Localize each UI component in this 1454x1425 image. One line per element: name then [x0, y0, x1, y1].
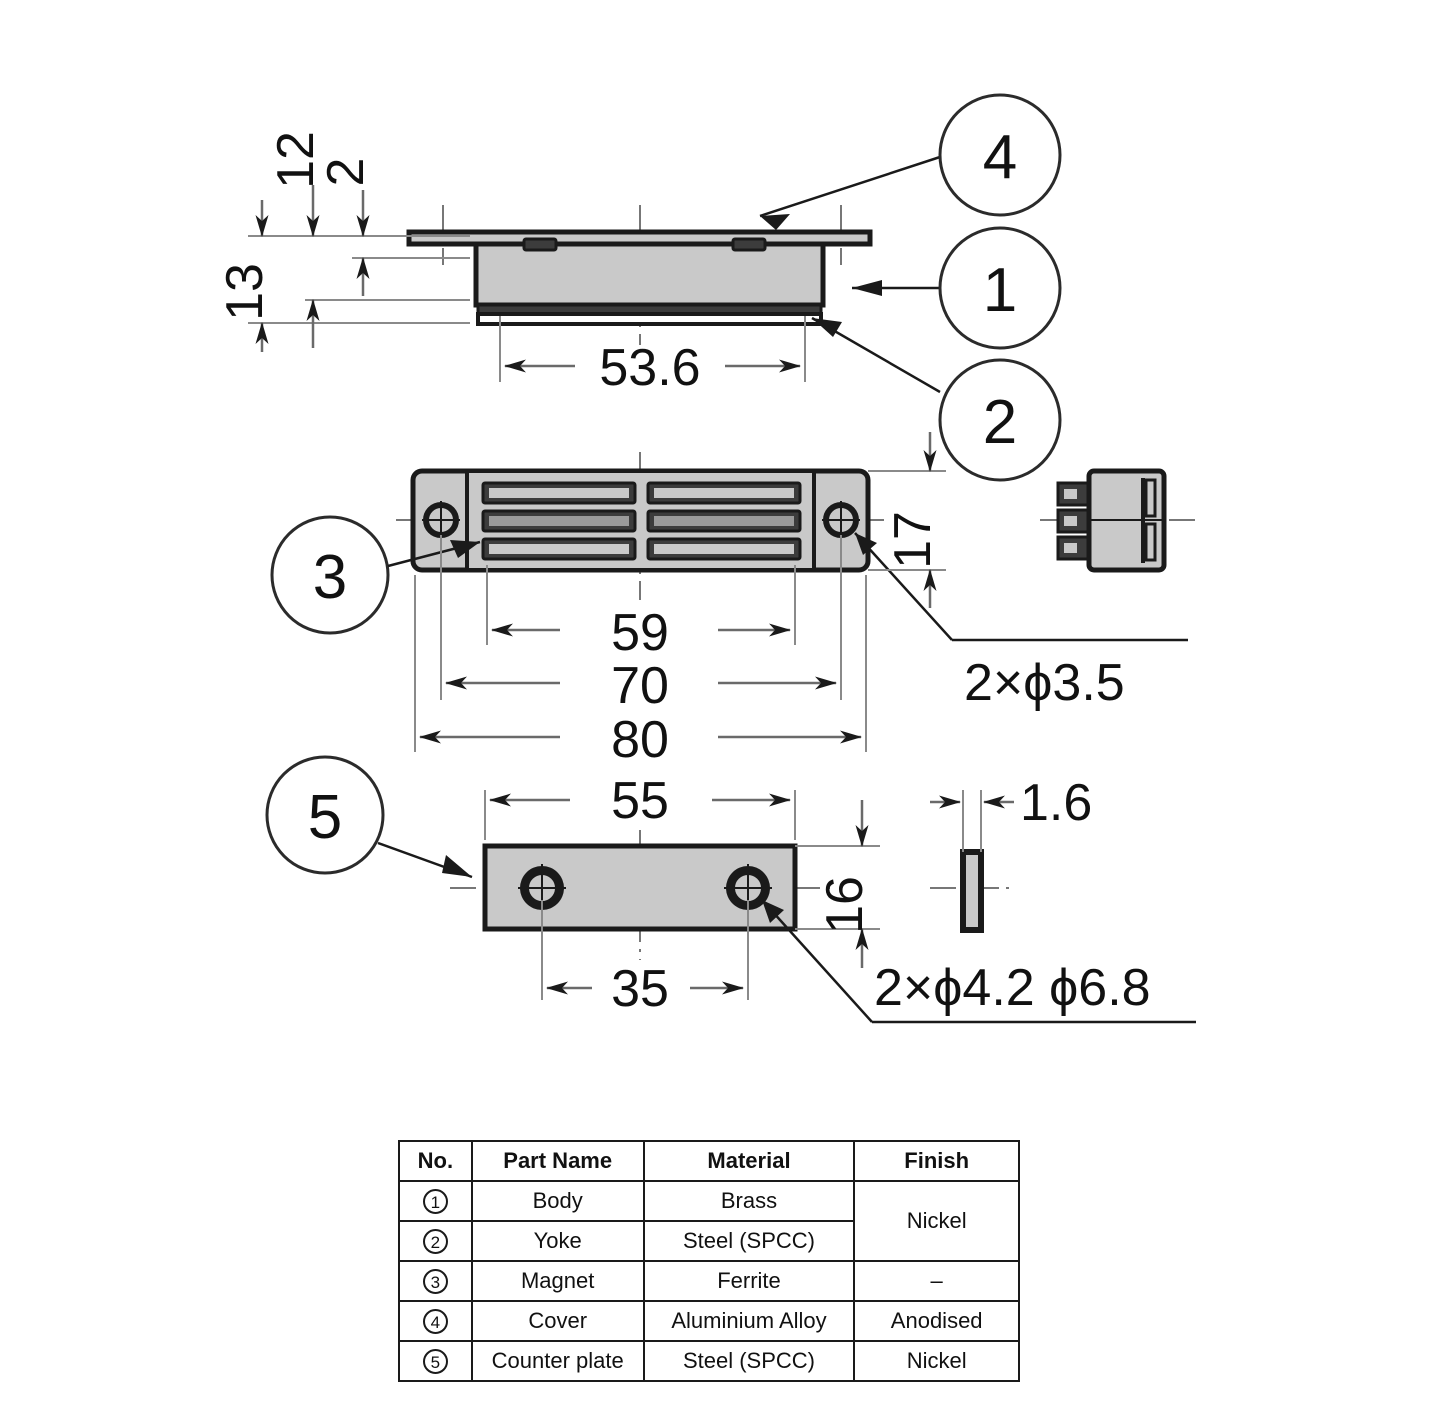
- svg-text:35: 35: [611, 960, 669, 1018]
- svg-text:80: 80: [611, 711, 669, 769]
- cell-finish: Nickel: [853, 1340, 1020, 1382]
- cell-material: Steel (SPCC): [642, 1340, 856, 1382]
- svg-text:4: 4: [983, 123, 1017, 192]
- cell-material: Steel (SPCC): [642, 1220, 856, 1262]
- svg-text:5: 5: [308, 783, 342, 852]
- svg-text:2: 2: [983, 388, 1017, 457]
- svg-text:2: 2: [317, 158, 375, 187]
- cell-no: 1: [398, 1180, 473, 1222]
- table-row: 5 Counter plate Steel (SPCC) Nickel: [398, 1340, 1020, 1382]
- cell-part-name: Counter plate: [470, 1340, 645, 1382]
- parts-table: No. Part Name Material Finish 1 Body Bra…: [398, 1140, 1020, 1382]
- table-row: 1 Body Brass Nickel: [398, 1180, 1020, 1262]
- circled-number-3: 3: [422, 1268, 448, 1294]
- svg-text:13: 13: [216, 263, 274, 321]
- cell-finish: –: [853, 1260, 1020, 1302]
- svg-text:1.6: 1.6: [1020, 774, 1092, 832]
- cell-material: Brass: [642, 1180, 856, 1222]
- circled-number-4: 4: [422, 1308, 448, 1334]
- header-no: No.: [398, 1140, 473, 1182]
- svg-text:2×ϕ4.2 ϕ6.8: 2×ϕ4.2 ϕ6.8: [874, 959, 1151, 1017]
- cell-no: 5: [398, 1340, 473, 1382]
- cell-no: 3: [398, 1260, 473, 1302]
- svg-text:70: 70: [611, 657, 669, 715]
- circled-number-2: 2: [422, 1228, 448, 1254]
- cell-part-name: Magnet: [470, 1260, 645, 1302]
- header-part-name: Part Name: [470, 1140, 645, 1182]
- cell-material: Ferrite: [642, 1260, 856, 1302]
- svg-text:16: 16: [816, 876, 874, 934]
- cell-part-name: Yoke: [470, 1220, 645, 1262]
- svg-text:12: 12: [267, 131, 325, 189]
- cell-part-name: Cover: [470, 1300, 645, 1342]
- svg-text:3: 3: [313, 543, 347, 612]
- cell-no: 4: [398, 1300, 473, 1342]
- table-header-row: No. Part Name Material Finish: [398, 1140, 1020, 1182]
- cell-material: Aluminium Alloy: [642, 1300, 856, 1342]
- svg-text:1: 1: [983, 256, 1017, 325]
- table-row: 2 Yoke Steel (SPCC): [398, 1220, 1019, 1262]
- circled-number-1: 1: [422, 1188, 448, 1214]
- svg-text:55: 55: [611, 772, 669, 830]
- cell-finish-merged: Nickel: [853, 1180, 1020, 1262]
- table-row: 3 Magnet Ferrite –: [398, 1260, 1020, 1302]
- svg-text:17: 17: [884, 511, 942, 569]
- svg-text:2×ϕ3.5: 2×ϕ3.5: [964, 654, 1125, 712]
- table-row: 4 Cover Aluminium Alloy Anodised: [398, 1300, 1020, 1342]
- header-finish: Finish: [853, 1140, 1020, 1182]
- circled-number-5: 5: [422, 1348, 448, 1374]
- cell-part-name: Body: [470, 1180, 645, 1222]
- header-material: Material: [642, 1140, 856, 1182]
- svg-text:53.6: 53.6: [599, 339, 700, 397]
- cell-no: 2: [398, 1220, 473, 1262]
- cell-finish: Anodised: [853, 1300, 1020, 1342]
- svg-text:59: 59: [611, 604, 669, 662]
